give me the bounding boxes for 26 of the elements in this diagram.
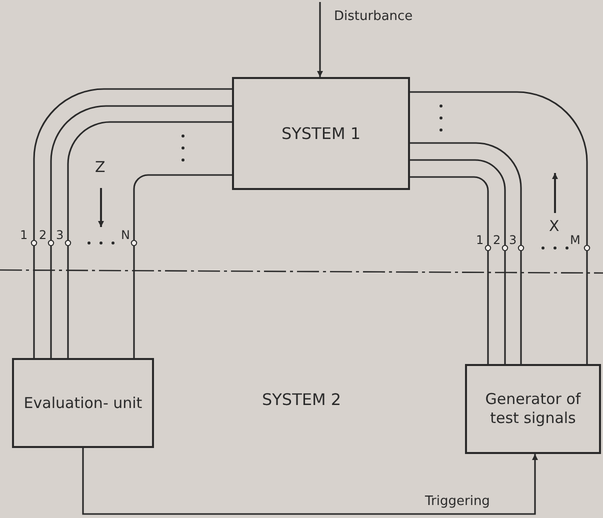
signal-line (133, 174, 232, 358)
block-label: SYSTEM 1 (281, 124, 361, 144)
terminal-label: 2 (39, 229, 47, 241)
region-label: SYSTEM 2 (262, 392, 342, 408)
arrow (317, 2, 323, 77)
signal-line (67, 121, 232, 358)
arrow (82, 448, 538, 515)
signal-line (410, 176, 489, 364)
terminal-label: N (121, 229, 130, 241)
axis-label: Z (95, 160, 106, 175)
terminal-label: M (570, 234, 580, 246)
terminal-label: 3 (509, 234, 517, 246)
terminal-label: 1 (476, 234, 484, 246)
terminal-label: 2 (493, 234, 501, 246)
block-label: Generator of test signals (484, 390, 582, 428)
signal-line (410, 142, 522, 364)
block-box (465, 364, 601, 454)
axis-label: X (549, 219, 560, 234)
block-box (232, 77, 410, 190)
signal-line (410, 159, 506, 364)
signal-line (410, 91, 588, 364)
block-box (12, 358, 154, 448)
terminal-label: 1 (20, 229, 28, 241)
terminal-label: 3 (56, 229, 64, 241)
block-label: Evaluation- unit (24, 394, 142, 412)
edge-label: Triggering (423, 494, 492, 509)
